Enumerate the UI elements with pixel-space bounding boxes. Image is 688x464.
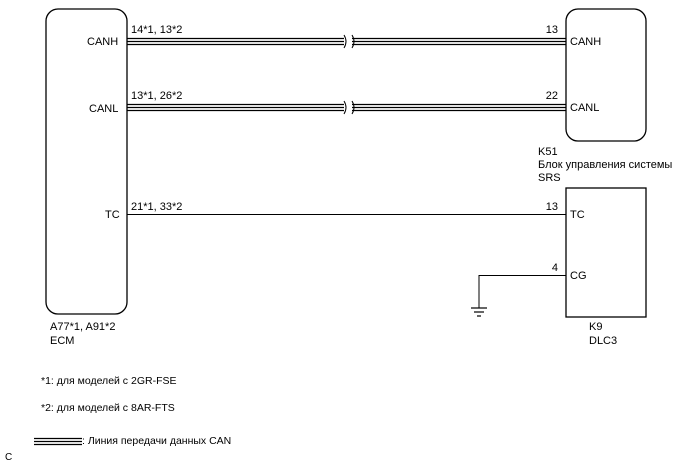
dlc3-cg-label: CG [570, 270, 587, 282]
ecm-box [45, 8, 128, 315]
footnote-2: *2: для моделей с 8AR-FTS [41, 402, 175, 414]
canh-break-mark [343, 34, 355, 49]
legend-can-line-icon [34, 437, 82, 446]
srs-canh-label: CANH [570, 36, 602, 48]
ecm-canh-pins: 14*1, 13*2 [131, 24, 183, 36]
srs-canl-pin: 22 [545, 90, 558, 102]
ecm-canl-pins: 13*1, 26*2 [131, 90, 183, 102]
ecm-code: A77*1, A91*2 [50, 321, 116, 333]
ecm-tc-label: TC [105, 209, 120, 221]
dlc3-code: K9 [589, 321, 603, 333]
srs-canl-label: CANL [570, 102, 600, 114]
srs-canh-pin: 13 [545, 24, 558, 36]
canl-break-mark [343, 100, 355, 115]
ecm-name: ECM [50, 335, 75, 347]
ecm-canl-label: CANL [89, 103, 119, 115]
dlc3-cg-pin: 4 [551, 262, 558, 274]
legend-text: : Линия передачи данных CAN [82, 435, 232, 447]
dlc3-tc-label: TC [570, 209, 585, 221]
canh-bus-wire [127, 37, 566, 46]
ecm-tc-pins: 21*1, 33*2 [131, 201, 183, 213]
srs-box [565, 8, 647, 142]
dlc3-name: DLC3 [589, 335, 618, 347]
canl-bus-wire [127, 103, 566, 112]
corner-letter: C [5, 452, 13, 463]
dlc3-tc-pin: 13 [545, 201, 558, 213]
ecm-canh-label: CANH [87, 36, 119, 48]
cg-wire [478, 275, 566, 308]
srs-code: K51 [538, 146, 558, 158]
srs-name-line2: SRS [538, 172, 561, 184]
footnote-1: *1: для моделей с 2GR-FSE [41, 375, 177, 387]
dlc3-box [565, 187, 647, 318]
srs-name-line1: Блок управления системы [538, 159, 673, 171]
ground-icon [471, 307, 487, 317]
